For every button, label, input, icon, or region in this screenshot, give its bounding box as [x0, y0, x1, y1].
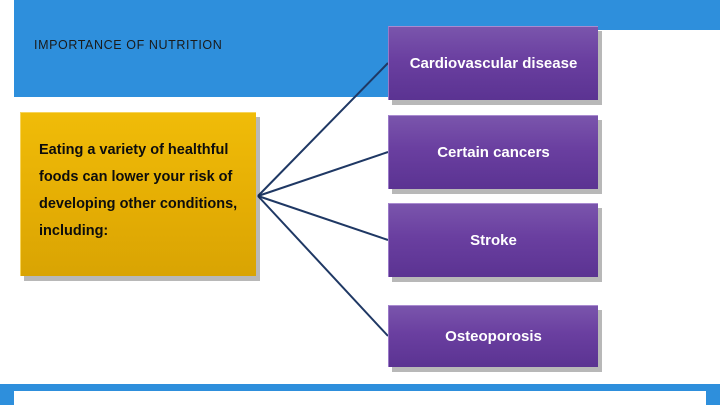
- branch-label: Cardiovascular disease: [409, 55, 578, 72]
- left-accent-block: [14, 0, 404, 97]
- right-accent-bar: [404, 0, 720, 30]
- page-title: IMPORTANCE OF NUTRITION: [34, 38, 223, 52]
- branch-box-certain-cancers: Certain cancers: [388, 115, 598, 189]
- top-left-white-gap: [0, 0, 14, 30]
- branch-label: Certain cancers: [437, 144, 550, 161]
- main-concept-box: Eating a variety of healthful foods can …: [20, 112, 256, 276]
- branch-label: Osteoporosis: [445, 328, 542, 345]
- branch-box-osteoporosis: Osteoporosis: [388, 305, 598, 367]
- main-concept-label: Eating a variety of healthful foods can …: [39, 142, 238, 239]
- branch-label: Stroke: [470, 232, 517, 249]
- branch-box-stroke: Stroke: [388, 203, 598, 277]
- branch-box-cardiovascular-disease: Cardiovascular disease: [388, 26, 598, 100]
- bottom-white-gap: [14, 391, 706, 405]
